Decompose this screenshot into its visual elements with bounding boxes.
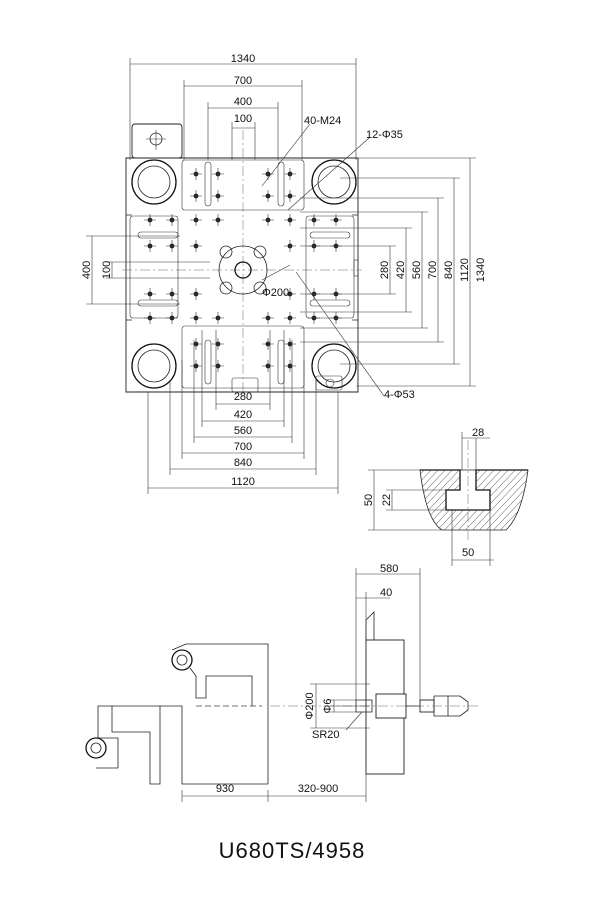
bolt-hole-cross <box>284 214 296 226</box>
bolt-hole-cross <box>212 190 224 202</box>
bolt-hole-cross <box>262 360 274 372</box>
left-dimensions <box>86 235 210 305</box>
section-hatch-line <box>455 470 527 530</box>
bolt-hole-cross <box>212 168 224 180</box>
dim-840-bottom: 840 <box>234 457 252 469</box>
dim-700-right: 700 <box>427 261 439 279</box>
dim-slot-50-width: 50 <box>462 547 474 559</box>
dim-840-right: 840 <box>443 261 455 279</box>
section-hatch-line <box>483 470 528 530</box>
bolt-hole-cross <box>308 312 320 324</box>
bolt-hole-cross <box>308 214 320 226</box>
model-label: U680TS/4958 <box>219 838 366 863</box>
dim-slot-50-depth: 50 <box>363 494 375 506</box>
section-hatch-line <box>420 470 443 530</box>
dim-420-right: 420 <box>395 261 407 279</box>
bolt-hole-cross <box>284 360 296 372</box>
section-hatch-line <box>469 470 528 530</box>
bolt-hole-cross <box>190 338 202 350</box>
bolt-hole-cross <box>212 338 224 350</box>
bolt-hole-cross <box>190 190 202 202</box>
side-view-dimensions <box>181 568 421 802</box>
dim-sr20: SR20 <box>312 729 340 741</box>
dim-280-bottom: 280 <box>234 391 252 403</box>
bolt-hole-cross <box>144 288 156 300</box>
bolt-hole-cross <box>144 240 156 252</box>
section-hatch-line <box>476 470 528 530</box>
bolt-hole-cross <box>330 312 342 324</box>
dim-580: 580 <box>380 563 398 575</box>
dim-phi6: Φ6 <box>322 699 334 714</box>
section-hatch-line <box>420 470 471 530</box>
dim-1120-right: 1120 <box>459 258 471 282</box>
dim-100-left: 100 <box>101 261 113 279</box>
dim-930: 930 <box>216 783 234 795</box>
bottom-dimensions <box>147 330 339 494</box>
bolt-hole-cross <box>284 240 296 252</box>
dim-1340-top: 1340 <box>231 53 255 65</box>
dim-700-bottom: 700 <box>234 441 252 453</box>
section-hatch-line <box>540 466 600 540</box>
bolt-hole-cross <box>190 288 202 300</box>
top-dimensions <box>129 58 357 160</box>
section-hatch-line <box>547 466 600 540</box>
bolt-hole-cross <box>262 214 274 226</box>
callout-4-phi53: 4-Φ53 <box>384 389 415 401</box>
section-hatch-line <box>344 466 414 540</box>
dim-560-bottom: 560 <box>234 425 252 437</box>
bolt-hole-cross <box>166 288 178 300</box>
bolt-hole-cross <box>262 338 274 350</box>
dim-400-left: 400 <box>81 261 93 279</box>
dim-420-bottom: 420 <box>234 409 252 421</box>
dim-700-top: 700 <box>234 75 252 87</box>
bolt-hole-cross <box>166 214 178 226</box>
bolt-hole-cross <box>190 214 202 226</box>
dim-560-right: 560 <box>411 261 423 279</box>
callout-phi200: Φ200 <box>262 287 289 299</box>
callout-40-m24: 40-M24 <box>304 115 341 127</box>
dim-320-900: 320-900 <box>298 783 338 795</box>
dim-40: 40 <box>380 587 392 599</box>
bolt-hole-cross <box>262 312 274 324</box>
bolt-hole-cross <box>190 360 202 372</box>
bolt-hole-cross <box>330 214 342 226</box>
bolt-hole-cross <box>284 168 296 180</box>
bolt-hole-cross <box>190 168 202 180</box>
section-hatch-line <box>533 466 600 540</box>
dim-phi200-side: Φ200 <box>304 692 316 719</box>
bolt-hole-cross <box>212 360 224 372</box>
dim-slot-22: 22 <box>381 494 393 506</box>
bolt-hole-cross <box>212 312 224 324</box>
dim-1340-right: 1340 <box>475 258 487 282</box>
bolt-hole-cross <box>284 312 296 324</box>
bolt-hole-cross <box>212 214 224 226</box>
bolt-hole-cross <box>190 240 202 252</box>
bolt-hole-cross <box>190 312 202 324</box>
bolt-hole-cross <box>144 312 156 324</box>
dim-280-right: 280 <box>379 261 391 279</box>
side-view <box>85 611 480 785</box>
platen-front-view <box>122 123 385 397</box>
bolt-hole-cross <box>144 214 156 226</box>
bolt-hole-cross <box>166 240 178 252</box>
dim-slot-28: 28 <box>472 427 484 439</box>
section-hatch-line <box>420 470 450 530</box>
dim-100-top: 100 <box>234 113 252 125</box>
section-hatch-line <box>525 470 528 530</box>
bolt-hole-cross <box>284 338 296 350</box>
dim-1120-bottom: 1120 <box>231 476 255 488</box>
section-hatch-line <box>420 470 436 530</box>
bolt-hole-cross <box>284 288 296 300</box>
bolt-hole-cross <box>262 190 274 202</box>
section-hatch-line <box>518 470 528 530</box>
bolt-hole-cross <box>284 190 296 202</box>
bolt-hole-cross <box>166 312 178 324</box>
dim-400-top: 400 <box>234 96 252 108</box>
section-hatch-line <box>462 470 528 530</box>
right-dimensions <box>300 157 476 387</box>
section-hatch-line <box>420 470 464 530</box>
callout-12-phi35: 12-Φ35 <box>366 129 403 141</box>
